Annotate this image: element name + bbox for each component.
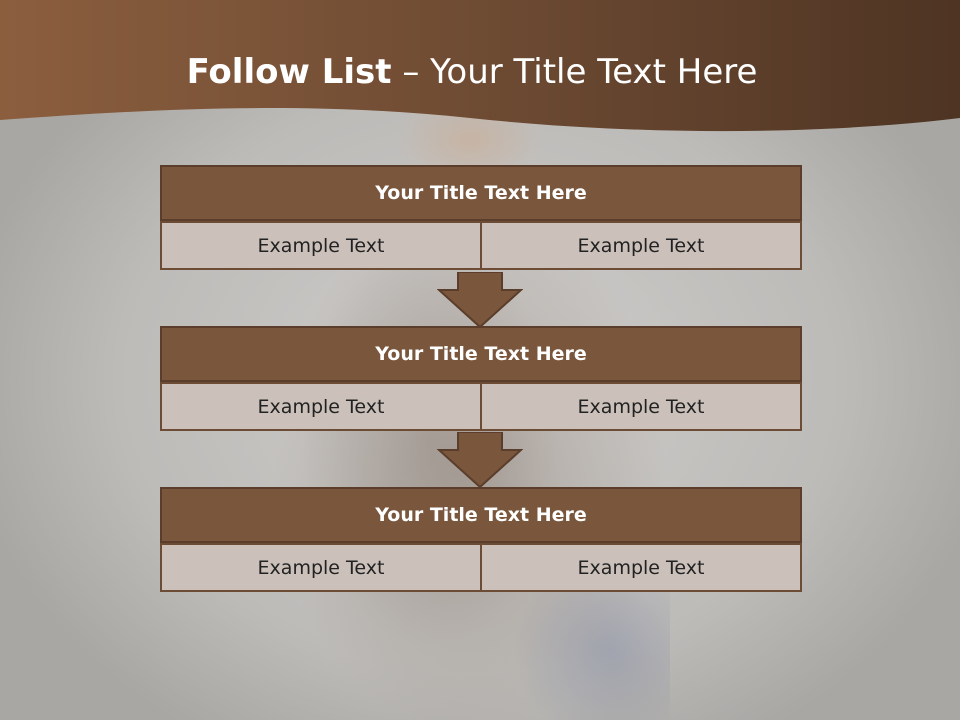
- block-cell: Example Text: [160, 382, 482, 431]
- block-cell: Example Text: [480, 543, 802, 592]
- block-cell: Example Text: [480, 221, 802, 270]
- header-banner: [0, 0, 960, 150]
- block-row: Example Text Example Text: [160, 543, 802, 592]
- block-row: Example Text Example Text: [160, 221, 802, 270]
- block-cell: Example Text: [480, 382, 802, 431]
- list-block-2: Your Title Text Here Example Text Exampl…: [160, 326, 802, 431]
- block-title: Your Title Text Here: [160, 487, 802, 543]
- block-cell: Example Text: [160, 543, 482, 592]
- block-title: Your Title Text Here: [160, 165, 802, 221]
- block-cell: Example Text: [160, 221, 482, 270]
- title-bold: Follow List: [186, 52, 392, 92]
- block-row: Example Text Example Text: [160, 382, 802, 431]
- down-arrow-icon: [437, 272, 523, 328]
- list-block-3: Your Title Text Here Example Text Exampl…: [160, 487, 802, 592]
- down-arrow-icon: [437, 432, 523, 488]
- slide-title: Follow List – Your Title Text Here: [0, 52, 944, 92]
- list-block-1: Your Title Text Here Example Text Exampl…: [160, 165, 802, 270]
- title-rest: – Your Title Text Here: [402, 52, 758, 92]
- block-title: Your Title Text Here: [160, 326, 802, 382]
